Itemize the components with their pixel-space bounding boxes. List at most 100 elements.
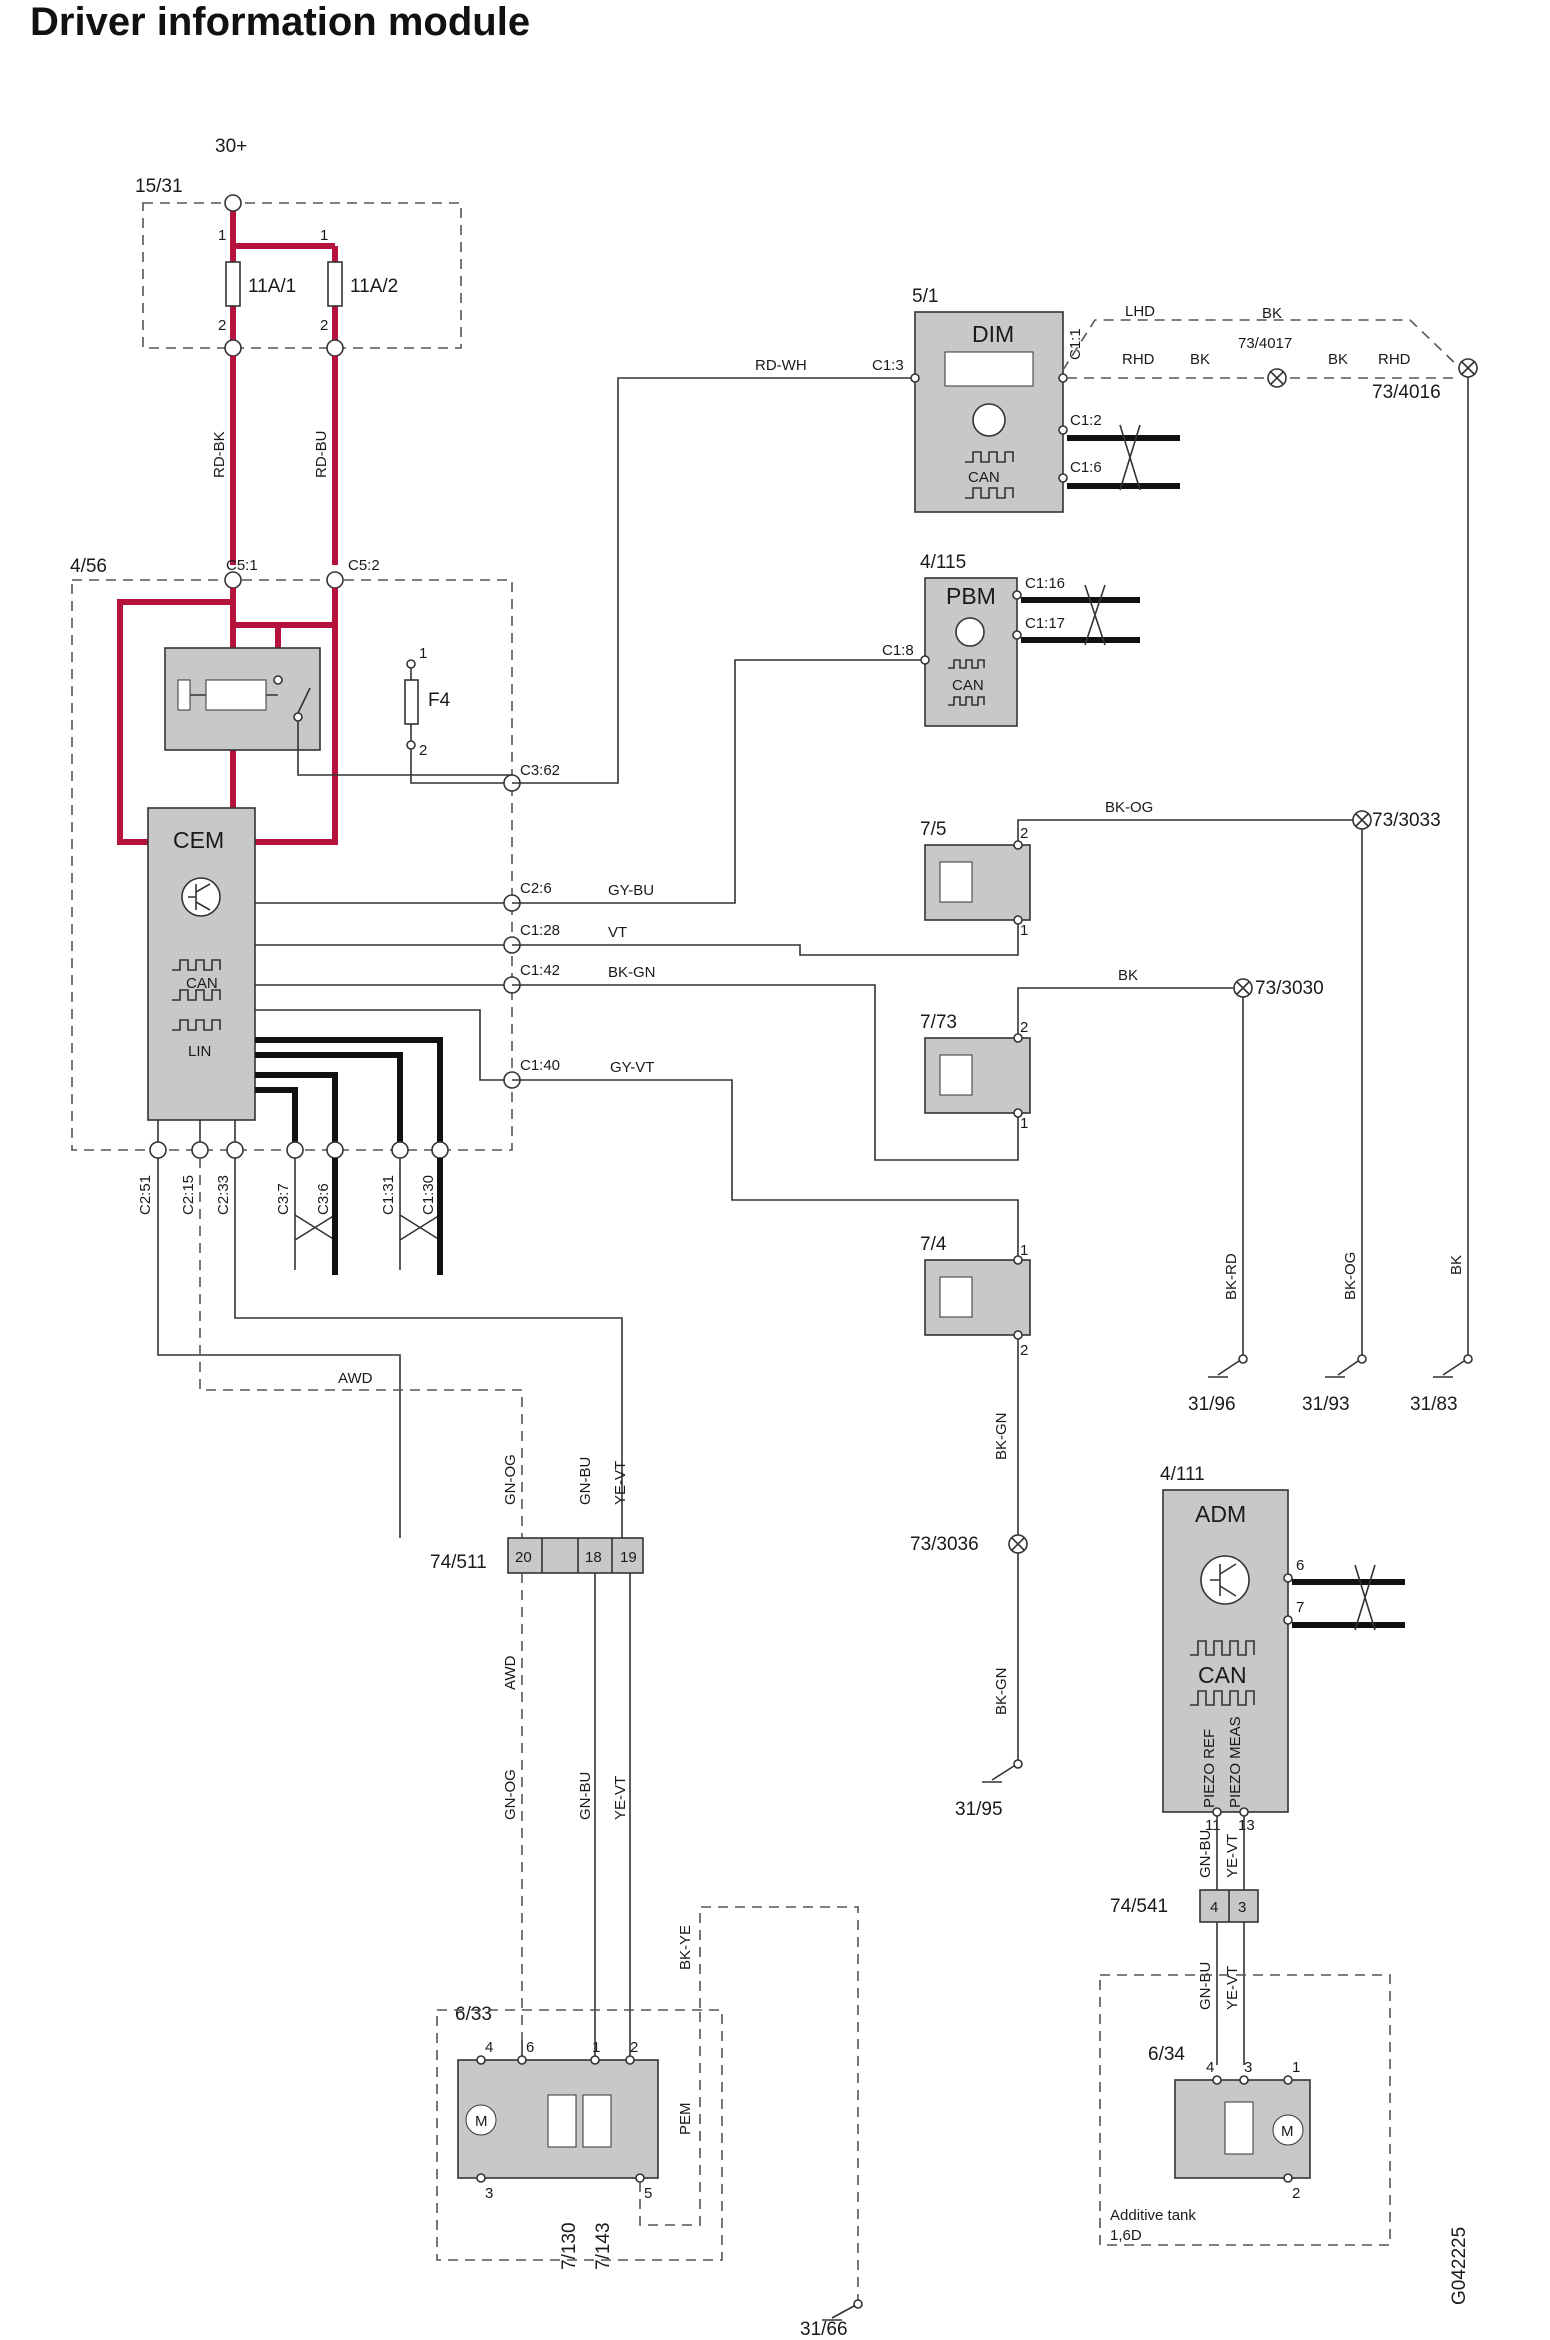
svg-text:18: 18 [585, 1549, 602, 1566]
svg-text:2: 2 [630, 2039, 638, 2056]
wire-label-vt: VT [608, 924, 627, 941]
svg-text:YE-VT: YE-VT [1224, 1834, 1241, 1878]
wire-label-gy-vt: GY-VT [610, 1059, 654, 1076]
svg-text:C2:6: C2:6 [520, 880, 552, 897]
svg-text:1,6D: 1,6D [1110, 2227, 1142, 2244]
svg-text:BK-OG: BK-OG [1105, 799, 1153, 816]
fusebox-label: 15/31 [135, 176, 183, 197]
svg-text:M: M [475, 2113, 488, 2130]
svg-text:RHD: RHD [1122, 351, 1155, 368]
svg-text:C1:3: C1:3 [872, 357, 904, 374]
svg-text:C1:40: C1:40 [520, 1057, 560, 1074]
svg-text:C1:31: C1:31 [380, 1175, 397, 1215]
fuse2-label: 11A/2 [350, 276, 398, 297]
tank-6-34: 6/34 M 4 3 1 2 Additive tank 1,6D [1099, 1974, 1391, 2246]
svg-text:31/66: 31/66 [800, 2319, 848, 2340]
svg-text:C1:1: C1:1 [1067, 328, 1084, 360]
svg-text:GN-BU: GN-BU [1197, 1962, 1214, 2010]
svg-text:YE-VT: YE-VT [1224, 1966, 1241, 2010]
sensor-7-4: 7/4 1 2 GY-VT BK-GN BK-GN 73/3036 31/95 [512, 1059, 1031, 1820]
svg-text:C1:28: C1:28 [520, 922, 560, 939]
svg-text:1: 1 [218, 227, 226, 244]
svg-text:2: 2 [1020, 1019, 1028, 1036]
svg-text:C1:2: C1:2 [1070, 412, 1102, 429]
svg-text:C5:2: C5:2 [348, 557, 380, 574]
svg-text:13: 13 [1238, 1817, 1255, 1834]
adm-name: ADM [1195, 1501, 1246, 1527]
svg-text:C1:30: C1:30 [420, 1175, 437, 1215]
svg-text:5: 5 [644, 2185, 652, 2202]
svg-text:C3:62: C3:62 [520, 762, 560, 779]
svg-text:C1:6: C1:6 [1070, 459, 1102, 476]
fusebox-15-31: 30+ 15/31 11A/1 11A/2 1 1 2 2 RD-BK RD-B… [135, 136, 462, 565]
conn-74-511-id: 74/511 [430, 1552, 487, 1573]
svg-text:BK: BK [1262, 305, 1282, 322]
svg-text:YE-VT: YE-VT [612, 1776, 629, 1820]
svg-text:1: 1 [419, 645, 427, 662]
pump-6-33: 6/33 BK-YE PEM M 4 6 1 2 3 5 7/130 7/143… [436, 1906, 863, 2340]
svg-text:73/3030: 73/3030 [1255, 978, 1324, 999]
svg-text:C3:7: C3:7 [275, 1183, 292, 1215]
svg-text:31/96: 31/96 [1188, 1394, 1236, 1415]
svg-text:19: 19 [620, 1549, 637, 1566]
svg-text:20: 20 [515, 1549, 532, 1566]
svg-text:1: 1 [1020, 922, 1028, 939]
adm-module: 4/111 ADM CAN PIEZO REF PIEZO MEAS 6 7 1… [1110, 1464, 1405, 2065]
svg-text:BK-RD: BK-RD [1223, 1253, 1240, 1300]
fuse-f4-label: F4 [428, 690, 451, 711]
pbm-id: 4/115 [920, 552, 966, 573]
svg-text:1: 1 [1020, 1115, 1028, 1132]
svg-text:BK-GN: BK-GN [993, 1412, 1010, 1460]
pbm-name: PBM [946, 583, 996, 609]
svg-text:C1:16: C1:16 [1025, 575, 1065, 592]
svg-text:1: 1 [1292, 2059, 1300, 2076]
harness-74-511: AWD GN-OG GN-BU YE-VT 74/511 20 18 19 AW… [157, 1158, 644, 2040]
svg-text:4: 4 [1210, 1899, 1218, 1916]
svg-text:BK: BK [1448, 1255, 1465, 1275]
svg-text:C1:17: C1:17 [1025, 615, 1065, 632]
svg-text:YE-VT: YE-VT [612, 1461, 629, 1505]
ground-wires-right: BK-RD 31/96 BK-OG 31/93 BK 31/83 [1188, 377, 1473, 1415]
svg-text:C2:51: C2:51 [137, 1175, 154, 1215]
pump-id: 6/33 [455, 2004, 492, 2025]
adm-id: 4/111 [1160, 1464, 1205, 1485]
conn-74-511 [507, 1537, 644, 1574]
svg-text:2: 2 [218, 317, 226, 334]
svg-text:C5:1: C5:1 [226, 557, 258, 574]
svg-text:PIEZO REF: PIEZO REF [1201, 1729, 1218, 1808]
conn-74-541-id: 74/541 [1110, 1896, 1168, 1917]
svg-text:7/5: 7/5 [920, 819, 946, 840]
fuse-f4 [404, 679, 419, 725]
svg-text:BK: BK [1328, 351, 1348, 368]
svg-text:M: M [1281, 2123, 1294, 2140]
svg-text:2: 2 [1020, 1342, 1028, 1359]
svg-text:6: 6 [526, 2039, 534, 2056]
svg-text:73/3036: 73/3036 [910, 1534, 979, 1555]
svg-text:7/73: 7/73 [920, 1012, 957, 1033]
svg-text:7/143: 7/143 [593, 2222, 614, 2270]
svg-text:2: 2 [1020, 825, 1028, 842]
svg-text:3: 3 [1244, 2059, 1252, 2076]
svg-text:3: 3 [1238, 1899, 1246, 1916]
svg-text:7/130: 7/130 [559, 2222, 580, 2270]
svg-text:BK-OG: BK-OG [1342, 1252, 1359, 1300]
wire-label-rd-bk: RD-BK [211, 431, 228, 478]
svg-text:C1:42: C1:42 [520, 962, 560, 979]
wire-label-rd-bu: RD-BU [313, 431, 330, 479]
pbm-module: 4/115 PBM CAN C1:8 GY-BU C1:16 C1:17 [512, 552, 1140, 904]
svg-text:CAN: CAN [952, 677, 984, 694]
svg-text:GN-OG: GN-OG [502, 1454, 519, 1505]
wire-label-gy-bu: GY-BU [608, 882, 654, 899]
svg-text:2: 2 [320, 317, 328, 334]
cem-name: CEM [173, 827, 224, 853]
svg-text:GN-BU: GN-BU [1197, 1830, 1214, 1878]
svg-text:C1:8: C1:8 [882, 642, 914, 659]
svg-text:73/4016: 73/4016 [1372, 382, 1441, 403]
svg-text:PEM: PEM [677, 2102, 694, 2135]
svg-text:1: 1 [592, 2039, 600, 2056]
svg-text:PIEZO MEAS: PIEZO MEAS [1227, 1716, 1244, 1808]
svg-text:RHD: RHD [1378, 351, 1411, 368]
supply-label: 30+ [215, 136, 247, 157]
svg-text:73/3033: 73/3033 [1372, 810, 1441, 831]
